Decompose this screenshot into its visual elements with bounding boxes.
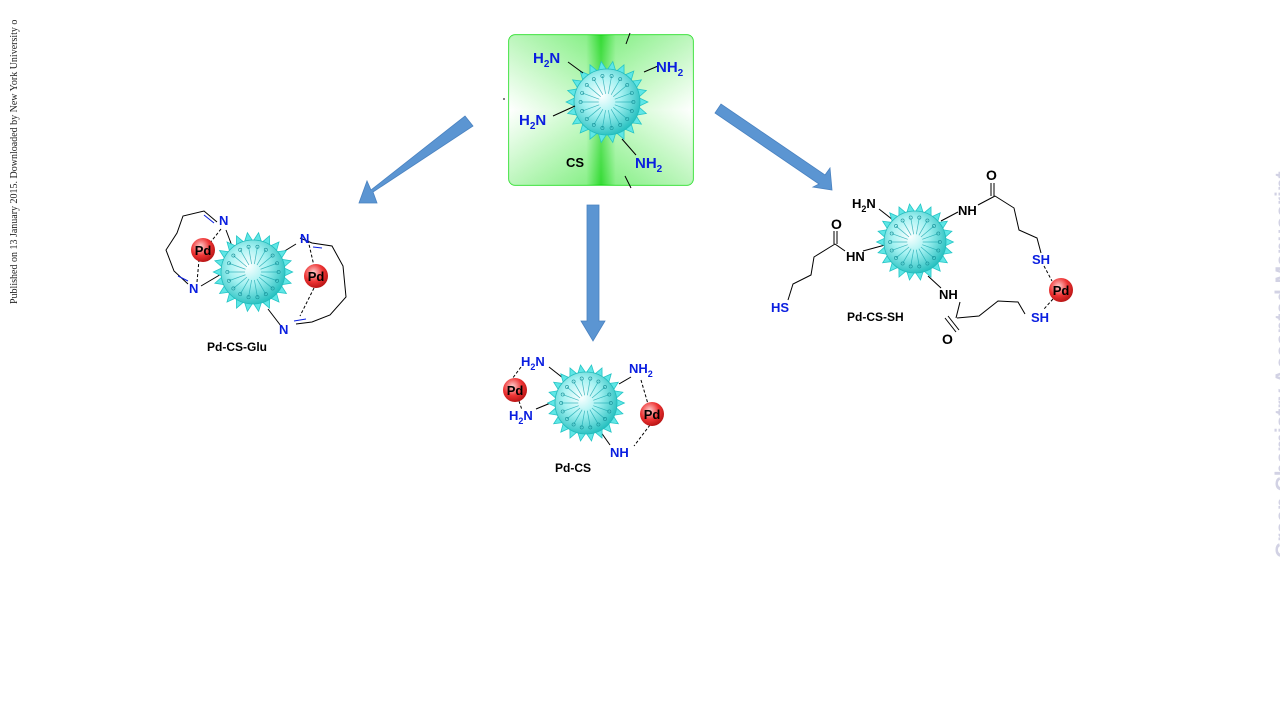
nh-label: NH xyxy=(958,203,977,218)
chitosan-particle xyxy=(565,60,649,144)
imine-n-label: N xyxy=(219,213,228,228)
pd-cs-sh-particle xyxy=(875,203,955,281)
amine-label: NH2 xyxy=(656,59,684,79)
imine-n-label: N xyxy=(189,281,198,296)
cs-label: CS xyxy=(566,155,584,170)
pd-atom: Pd xyxy=(191,238,215,262)
arrow-to-pd-cs-glu xyxy=(358,115,474,204)
carbonyl-o-label: O xyxy=(986,167,997,183)
svg-text:Pd: Pd xyxy=(1053,283,1070,298)
glu-particle xyxy=(212,231,294,313)
thiol-label: SH xyxy=(1031,310,1049,325)
amine-label: H2N xyxy=(852,196,876,214)
glu-imine-double-bonds xyxy=(177,214,323,322)
thiol-label: HS xyxy=(771,300,789,315)
thiol-label: SH xyxy=(1032,252,1050,267)
svg-text:Pd: Pd xyxy=(644,407,661,422)
glu-coordination-lines xyxy=(196,228,315,317)
hn-label: HN xyxy=(846,249,865,264)
arrow-to-pd-cs-sh xyxy=(714,103,833,191)
amine-label: H2N xyxy=(521,354,545,372)
nh-label: NH xyxy=(610,445,629,460)
svg-text:Pd: Pd xyxy=(308,269,325,284)
nh-label: NH xyxy=(939,287,958,302)
pd-cs-particle xyxy=(546,364,626,442)
imine-n-label: N xyxy=(300,231,309,246)
svg-text:Pd: Pd xyxy=(507,383,524,398)
pd-atom: Pd xyxy=(640,402,664,426)
pd-atom: Pd xyxy=(304,264,328,288)
amine-label: H2N xyxy=(519,112,546,132)
amine-label: H2N xyxy=(509,408,533,426)
thiol-coordination-lines xyxy=(1043,265,1054,310)
pd-atom: Pd xyxy=(503,378,527,402)
amine-label: NH2 xyxy=(629,361,653,379)
glu-bonds xyxy=(165,210,347,327)
arrow-to-pd-cs xyxy=(580,204,606,342)
amine-label: H2N xyxy=(533,50,560,70)
pd-cs-label: Pd-CS xyxy=(555,461,591,475)
carbonyl-o-label: O xyxy=(831,216,842,232)
thiol-bonds xyxy=(787,183,1042,333)
box-amine-bonds xyxy=(552,61,659,156)
pd-cs-glu-label: Pd-CS-Glu xyxy=(207,340,267,354)
pd-cs-coordination-lines xyxy=(511,366,651,447)
amine-label: NH2 xyxy=(635,155,663,175)
svg-text:Pd: Pd xyxy=(195,243,212,258)
imine-n-label: N xyxy=(279,322,288,337)
carbonyl-o-label: O xyxy=(942,331,953,347)
pd-cs-sh-label: Pd-CS-SH xyxy=(847,310,904,324)
pd-atom: Pd xyxy=(1049,278,1073,302)
